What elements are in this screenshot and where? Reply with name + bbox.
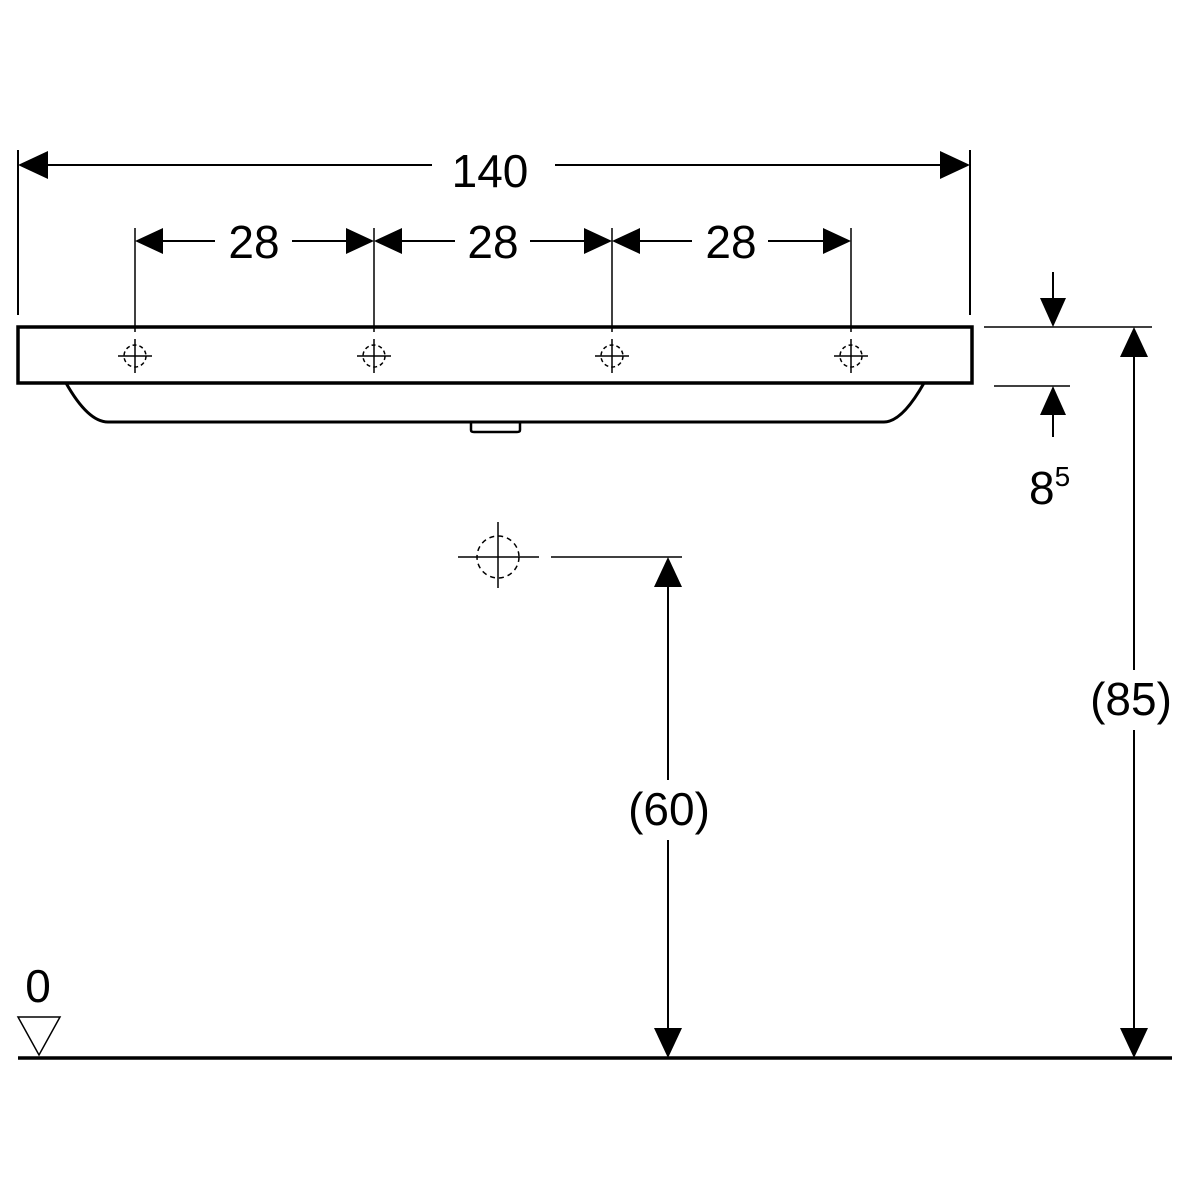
spacing-label-3: 28 [705, 216, 756, 268]
drain-outlet [469, 422, 522, 434]
spacing-label-1: 28 [228, 216, 279, 268]
total-width-label: 140 [452, 145, 529, 197]
arrow-left-icon [18, 151, 48, 179]
tap-hole-marker-icon [594, 338, 630, 374]
floor-level-label: 0 [25, 960, 51, 1012]
drain-height-dimension: (60) [628, 557, 710, 1058]
total-width-dimension: 140 [17, 145, 971, 315]
tap-hole-marker-icon [356, 338, 392, 374]
basin-outline [16, 325, 974, 434]
floor-level: 0 [16, 960, 1172, 1060]
tap-hole-marker-icon [117, 338, 153, 374]
spacing-label-2: 28 [467, 216, 518, 268]
rim-thickness-dimension: 85 [994, 272, 1070, 514]
rim-height-dimension: (85) [984, 326, 1172, 1058]
tap-hole-marker-icon [833, 338, 869, 374]
arrow-right-icon [940, 151, 970, 179]
spacing-dimensions: 28 28 28 [134, 216, 852, 332]
drain-marker-icon [458, 522, 682, 588]
drain-height-label: (60) [628, 783, 710, 835]
rim-thickness-label: 85 [1029, 461, 1070, 514]
rim-height-label: (85) [1090, 673, 1172, 725]
level-triangle-icon [16, 1016, 62, 1057]
